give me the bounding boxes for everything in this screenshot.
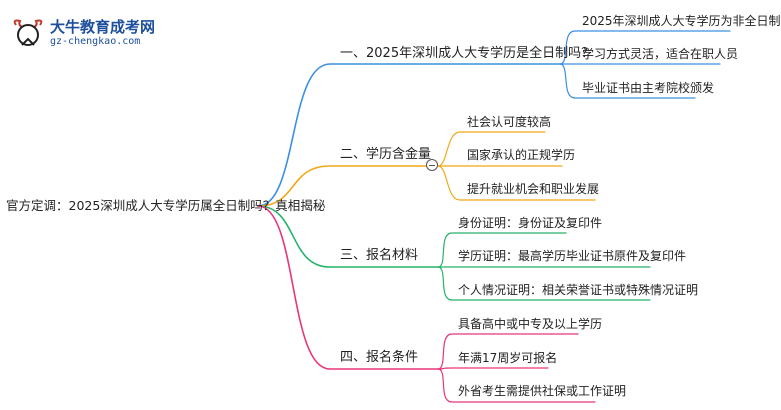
branch-1-item-3[interactable]: 毕业证书由主考院校颁发 <box>582 81 715 95</box>
logo-url: gz-chengkao.com <box>50 36 141 47</box>
branch-2-leaf-1-connector <box>437 131 546 167</box>
branch-4-item-3[interactable]: 外省考生需提供社保或工作证明 <box>458 384 627 398</box>
branch-3-label[interactable]: 三、报名材料 <box>340 248 419 263</box>
logo-title: 大牛教育成考网 <box>50 18 156 36</box>
branch-4-item-1[interactable]: 具备高中或中专及以上学历 <box>458 317 603 331</box>
branch-2-connector <box>257 165 427 207</box>
mindmap-canvas: 大牛教育成考网 gz-chengkao.com 官方定调：2025深圳成人大专学… <box>6 14 781 403</box>
branch-4-item-2[interactable]: 年满17周岁可报名 <box>458 351 558 365</box>
branch-3-leaf-1-connector <box>437 232 567 268</box>
branch-4-connector <box>257 205 439 370</box>
branch-4-leaf-1-connector <box>437 333 579 370</box>
collapse-toggle-icon[interactable] <box>426 159 438 171</box>
root-topic[interactable]: 官方定调：2025深圳成人大专学历属全日制吗？真相揭秘 <box>6 198 326 213</box>
branch-4-leaf-2-connector <box>437 367 549 370</box>
mindmap-connectors <box>257 30 731 403</box>
branch-1-item-1[interactable]: 2025年深圳成人大专学历为非全日制 <box>582 14 781 28</box>
branch-2-label[interactable]: 二、学历含金量 <box>340 147 432 162</box>
bull-logo-icon <box>13 19 43 46</box>
branch-1-leaf-3-connector <box>559 63 696 99</box>
branch-3-leaf-3-connector <box>437 266 651 301</box>
branch-1-item-2[interactable]: 学习方式灵活，适合在职人员 <box>582 47 739 61</box>
branch-3-item-2[interactable]: 学历证明：最高学历毕业证书原件及复印件 <box>458 249 687 263</box>
branch-2-item-3[interactable]: 提升就业机会和职业发展 <box>467 182 600 196</box>
branch-3-item-1[interactable]: 身份证明：身份证及复印件 <box>458 216 603 230</box>
branch-4-label[interactable]: 四、报名条件 <box>340 350 419 365</box>
branch-3-connector <box>257 205 439 268</box>
branch-2-leaf-3-connector <box>437 165 596 201</box>
site-logo: 大牛教育成考网 gz-chengkao.com <box>10 15 170 55</box>
branch-4-leaf-3-connector <box>437 368 596 403</box>
branch-2-item-1[interactable]: 社会认可度较高 <box>467 115 552 129</box>
branch-1-connector <box>257 63 561 207</box>
branch-1-leaf-1-connector <box>559 30 731 65</box>
branch-2-item-2[interactable]: 国家承认的正规学历 <box>467 148 576 162</box>
branch-1-label[interactable]: 一、2025年深圳成人大专学历是全日制吗？ <box>340 46 595 61</box>
branch-3-item-3[interactable]: 个人情况证明：相关荣誉证书或特殊情况证明 <box>458 283 699 297</box>
